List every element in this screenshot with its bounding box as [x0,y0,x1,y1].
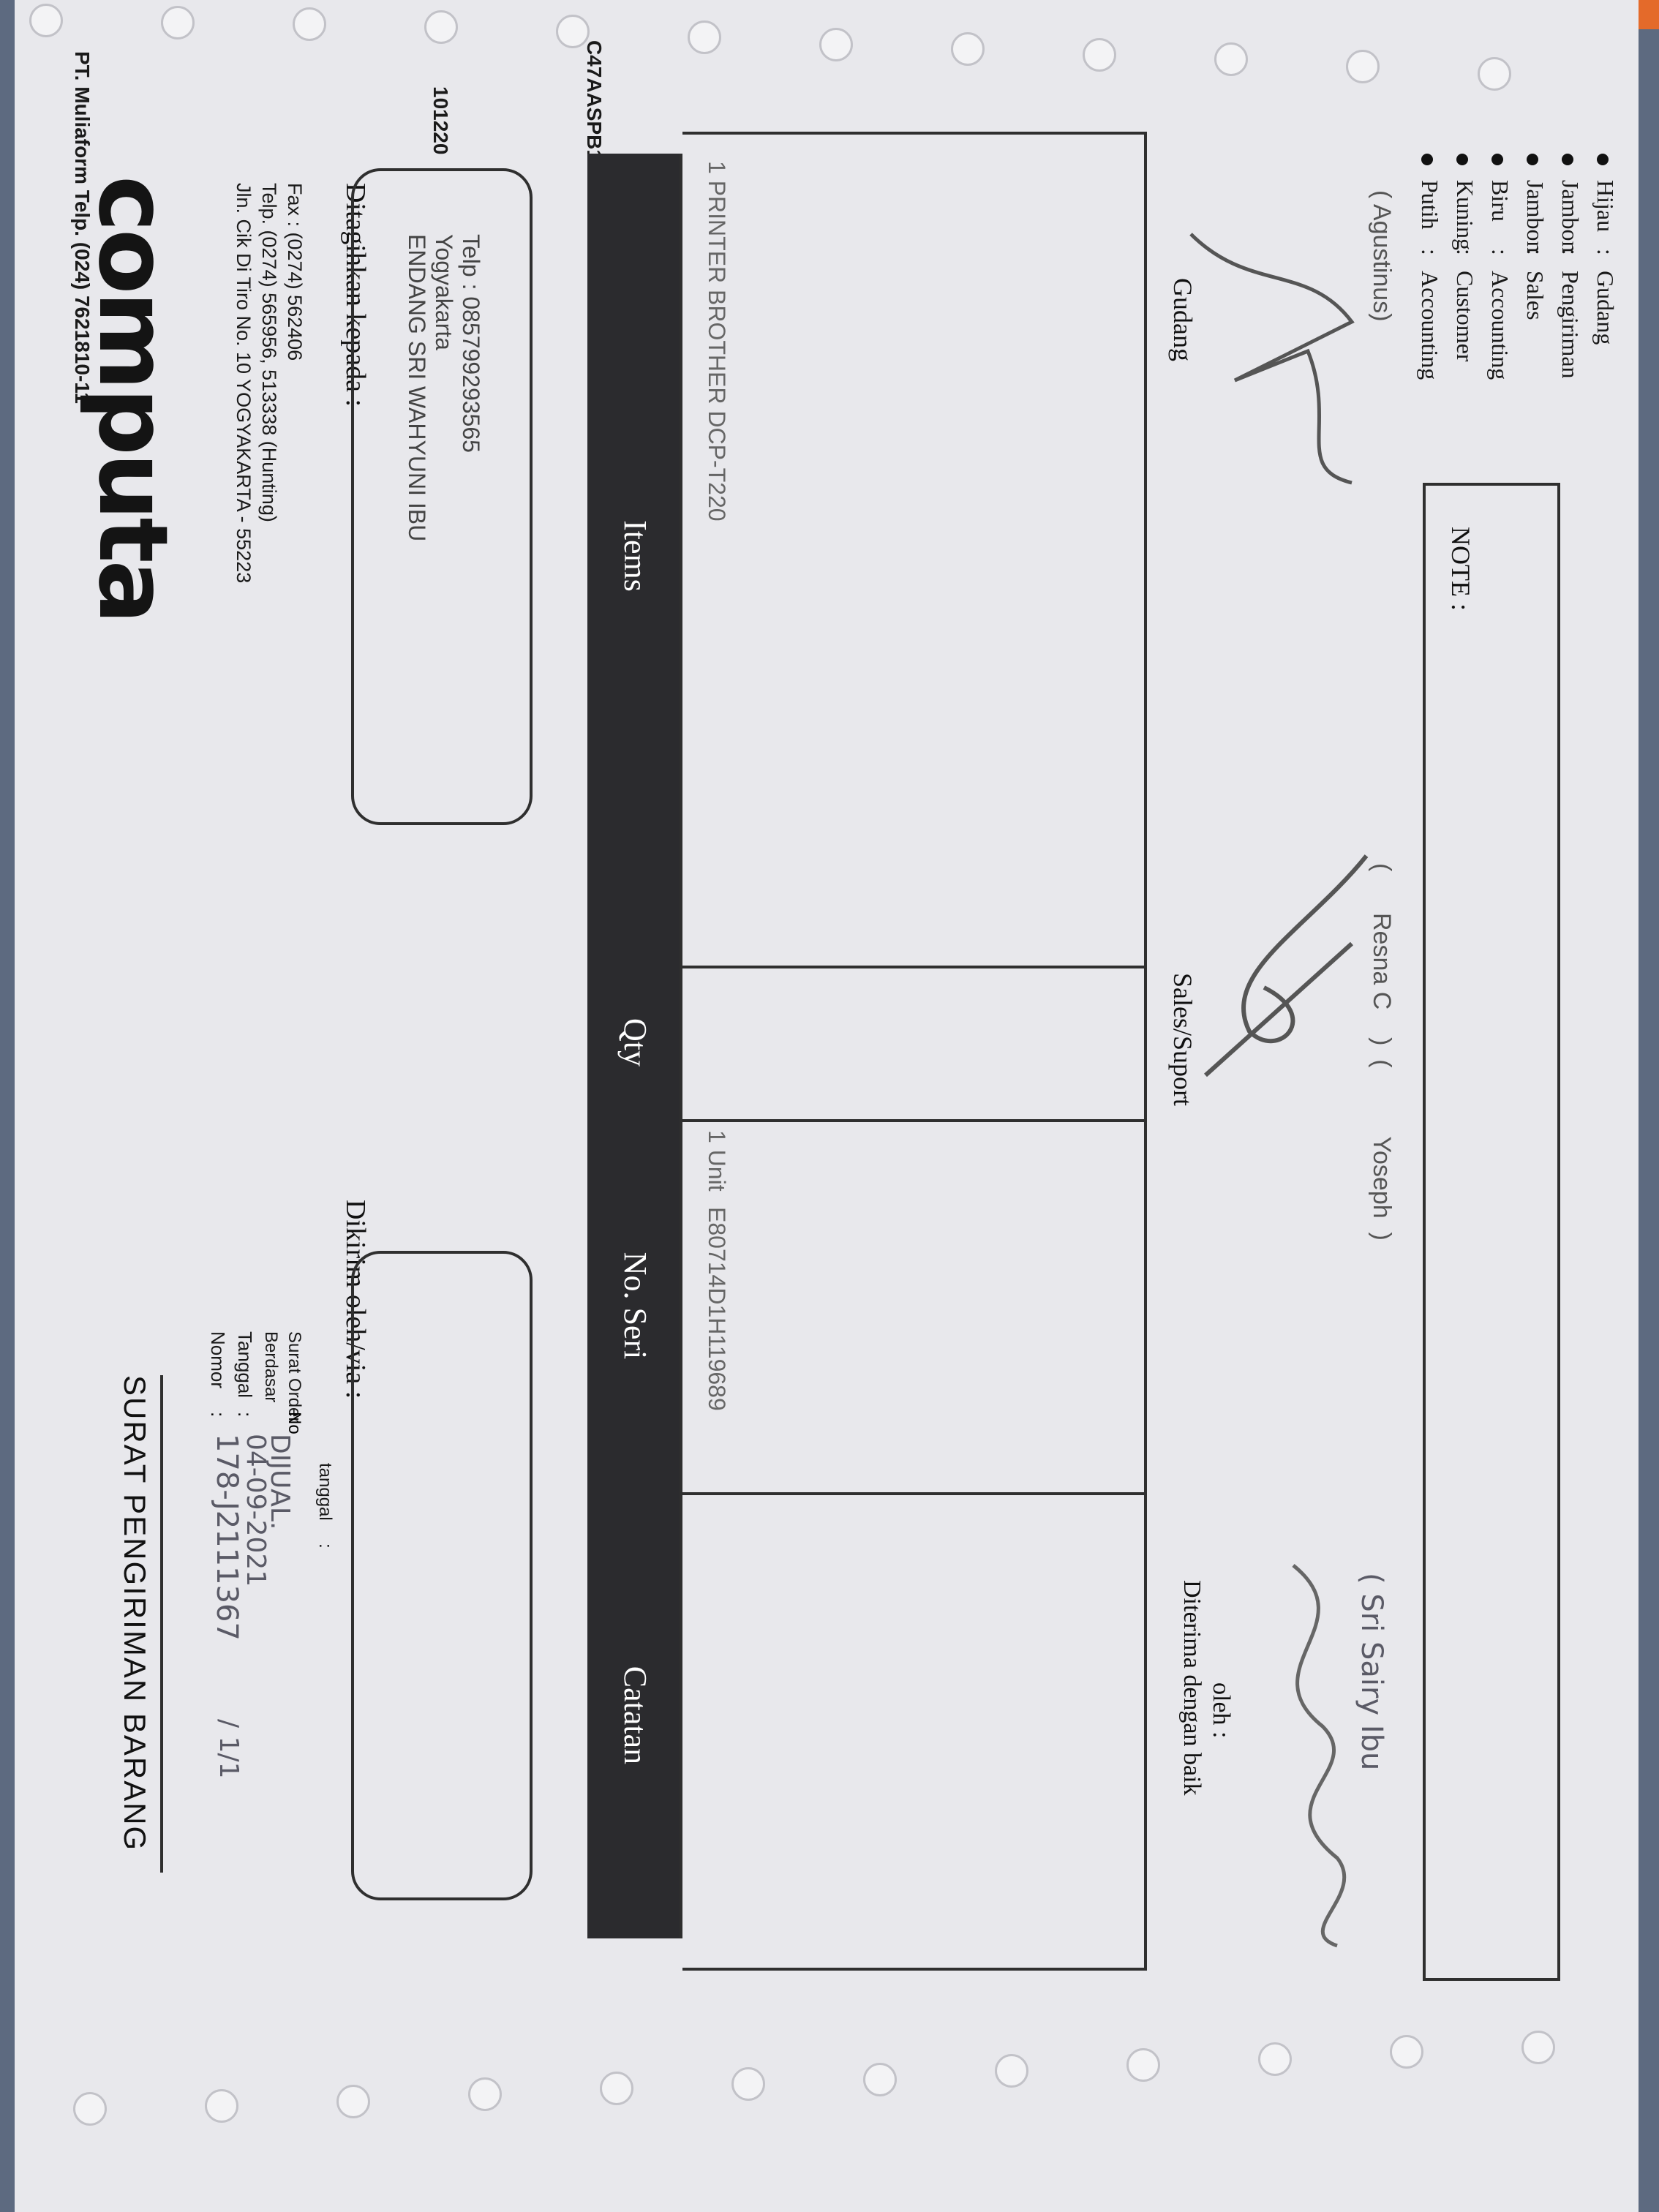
legend-color: Jambon [1522,180,1549,253]
feed-hole [73,2092,107,2126]
nomor-colon: : [207,1412,229,1418]
legend-item: Putih:Accounting [1413,154,1447,417]
company-address: Jln. Cik Di Tiro No. 10 YOGYAKARTA - 552… [233,183,255,584]
surat-order-label: Surat Order [285,1331,304,1423]
feed-hole [731,2067,765,2101]
feed-hole [819,28,853,61]
billing-phone: Telp : 085799293565 [458,234,484,453]
title-underline [160,1375,163,1873]
billing-city: Yogyakarta [431,234,457,350]
legend-item: Biru:Accounting [1483,154,1517,417]
form-number: 101220 [429,86,452,155]
col-header-catatan: Catatan [617,1666,653,1765]
bullet-icon [1597,154,1609,165]
legend-item: Hijau:Gudang [1589,154,1622,417]
feed-hole [29,4,63,37]
legend-color: Jambon [1557,180,1584,253]
feed-hole [1478,57,1511,91]
col-divider [682,1492,1147,1495]
col-divider [682,1119,1147,1122]
bullet-icon [1562,154,1574,165]
bullet-icon [1456,154,1469,165]
sales-names: ( Resna C ) ( Yoseph ) [1368,863,1396,1241]
feed-hole [863,2063,897,2096]
table-left-border [682,132,1147,135]
nomor-label: Nomor [207,1331,229,1389]
berdasar-label: Berdasar [261,1331,281,1403]
table-right-border [682,1968,1147,1971]
receiver-signature [1292,1564,1347,1948]
feed-hole [1258,2042,1292,2076]
legend-item: Kuning:Customer [1448,154,1482,417]
receiver-label: Diterima dengan baik [1178,1580,1205,1796]
feed-hole [293,7,326,41]
document-title: SURAT PENGIRIMAN BARANG [118,1375,152,1852]
form-code: C47AASPB1 [583,40,606,161]
col-divider [682,966,1147,968]
gudang-signature [1189,233,1355,485]
note-label: NOTE : [1446,527,1475,611]
legend-dest: Customer [1452,271,1478,362]
feed-hole [468,2077,502,2111]
tanggal2-label: tanggal [315,1463,335,1521]
legend-color: Kuning [1452,180,1478,250]
feed-hole [600,2072,633,2105]
feed-hole [1521,2031,1555,2064]
document-sheet [15,0,1639,2212]
nomor-value: 178-J2111367 [210,1434,244,1641]
tanggal2-colon: : [315,1543,335,1549]
receiver-name: ( Sri Sairy Ibu [1355,1573,1388,1771]
tanggal-label: Tanggal [234,1331,256,1399]
col-header-qty: Qty [617,1018,653,1066]
legend-dest: Gudang [1592,271,1619,345]
legend-dest: Pengiriman [1557,271,1584,379]
company-logo: computa [78,176,189,622]
legend-item: Jambon:Pengiriman [1554,154,1587,417]
legend-item: Jambon:Sales [1519,154,1552,417]
feed-hole [556,15,590,48]
feed-hole [1126,2048,1160,2082]
shipping-box [351,1251,533,1900]
company-phone: Telp. (0274) 565956, 513338 (Hunting) [258,183,280,522]
gudang-name: ( Agustinus) [1368,190,1396,322]
tanggal-colon: : [234,1412,256,1418]
feed-hole [995,2054,1028,2088]
col-header-items: Items [617,520,653,592]
legend-dest: Sales [1522,271,1549,320]
feed-hole [1214,42,1248,76]
no-value: DIJUAL. [265,1434,295,1530]
feed-hole [336,2085,370,2118]
bullet-icon [1491,154,1504,165]
company-fax: Fax : (0274) 562406 [284,183,306,361]
table-row-no-seri: E80714D1H119689 [704,1207,730,1411]
feed-hole [205,2089,238,2123]
billing-name: ENDANG SRI WAHYUNI IBU [404,234,430,542]
note-box [1423,483,1560,1981]
legend-dest: Accounting [1487,271,1513,380]
legend-color: Putih [1417,180,1443,230]
receiver-label-2: oleh : [1208,1682,1235,1739]
col-header-no-seri: No. Seri [617,1252,653,1360]
legend-dest: Accounting [1417,271,1443,380]
no-label: No [285,1412,304,1434]
feed-hole [1346,50,1380,83]
feed-hole [951,32,985,66]
feed-hole [424,10,458,44]
legend-color: Biru [1487,180,1513,222]
legend-color: Hijau [1592,180,1619,233]
feed-hole [1390,2035,1423,2069]
table-row-items: 1 PRINTER BROTHER DCP-T220 [704,161,730,522]
table-row-qty: 1 Unit [704,1130,730,1192]
sales-signature [1203,854,1369,1077]
table-bottom-border [1144,132,1147,1971]
feed-hole [1083,38,1116,72]
page-mark: / 1/1 [214,1719,244,1779]
feed-hole [688,20,721,54]
feed-hole [161,6,195,40]
bullet-icon [1527,154,1539,165]
bullet-icon [1421,154,1434,165]
